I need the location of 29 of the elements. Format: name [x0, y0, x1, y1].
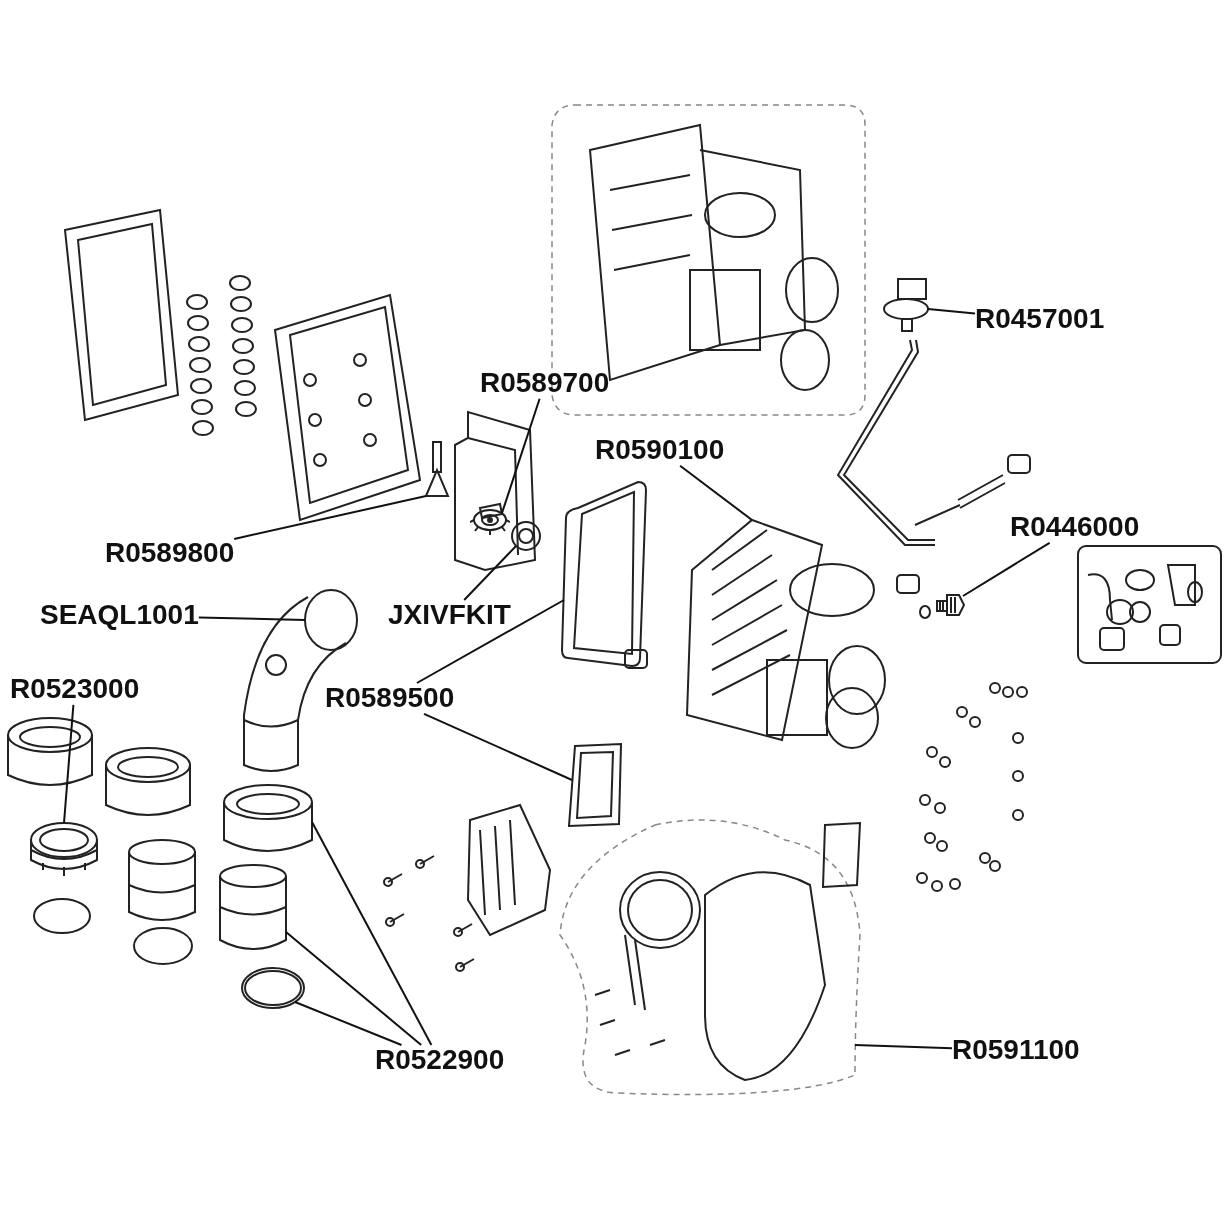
leader-line [854, 1044, 953, 1050]
part-number: R0446000 [1010, 512, 1140, 543]
part-number: JXIVFKIT [388, 600, 511, 631]
leader-line [311, 821, 433, 1046]
actuator-knob-drawing [508, 518, 544, 554]
part-number: R0589700 [480, 368, 610, 399]
leader-line [962, 541, 1051, 597]
gasket-drawing [560, 478, 648, 670]
leader-line [423, 712, 573, 781]
leader-line [463, 545, 517, 601]
leader-line [927, 308, 976, 315]
part-number: R0523000 [10, 674, 140, 705]
part-number: R0590100 [595, 435, 725, 466]
part-number: R0589800 [105, 538, 235, 569]
leader-line [285, 931, 423, 1046]
part-number: R0591100 [952, 1035, 1080, 1066]
valve-gear-drawing [470, 500, 510, 536]
leader-line [294, 1001, 403, 1046]
o-ring-drawing [238, 964, 308, 1012]
leader-line [679, 464, 753, 521]
leader-line [197, 616, 306, 621]
part-number: SEAQL1001 [40, 600, 199, 631]
leader-line [501, 397, 541, 514]
part-number: R0522900 [375, 1045, 505, 1076]
part-number: R0457001 [975, 304, 1105, 335]
leader-line [415, 599, 565, 684]
part-number: R0589500 [325, 683, 455, 714]
leader-line [63, 703, 75, 824]
leader-line [233, 495, 427, 540]
